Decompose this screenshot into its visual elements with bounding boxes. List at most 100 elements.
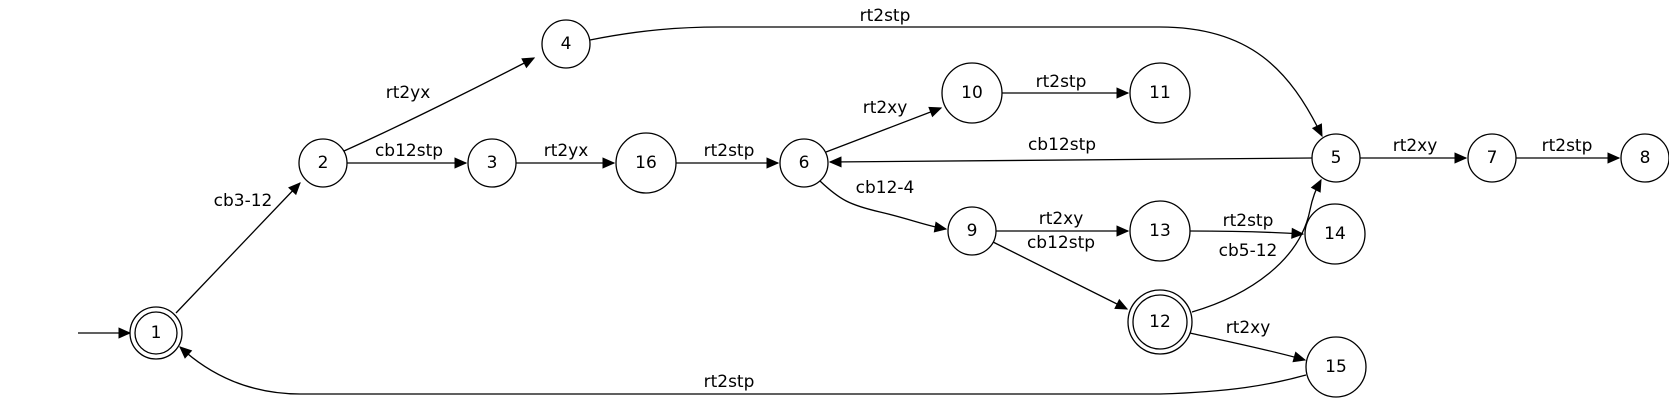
- transition-1-2: [175, 182, 301, 314]
- transitions: [78, 26, 1621, 395]
- transition-line: [179, 346, 1307, 395]
- transition-arrowhead: [288, 182, 301, 196]
- transition-label-2-3: cb12stp: [375, 141, 443, 161]
- state-8: 8: [1620, 133, 1669, 183]
- transition-label-16-6: rt2stp: [704, 141, 755, 161]
- state-13: 13: [1129, 200, 1191, 262]
- state-circle: [1129, 62, 1191, 124]
- transition-6-9: [819, 180, 948, 233]
- transition-5-7: [1360, 152, 1468, 164]
- transition-2-3: [347, 157, 468, 169]
- transition-label-13-14: rt2stp: [1223, 211, 1274, 231]
- transition-arrowhead: [1310, 178, 1322, 193]
- state-label: 15: [1325, 357, 1347, 377]
- transition-label-7-8: rt2stp: [1542, 136, 1593, 156]
- transition-label-6-10: rt2xy: [863, 98, 908, 118]
- transition-arrowhead: [1116, 87, 1130, 99]
- state-circle: [541, 19, 591, 69]
- state-15: 15: [1305, 336, 1367, 398]
- state-1: 1: [129, 306, 183, 360]
- transition-9-13: [996, 225, 1130, 237]
- transition-label-5-7: rt2xy: [1393, 136, 1438, 156]
- state-9: 9: [947, 206, 997, 256]
- state-label: 11: [1149, 83, 1171, 103]
- transition-line: [343, 57, 535, 152]
- state-circle: [1620, 133, 1669, 183]
- state-circle: [467, 138, 517, 188]
- transition-15-1: [179, 346, 1307, 395]
- transition-arrowhead: [828, 156, 842, 168]
- state-label: 7: [1487, 148, 1498, 168]
- state-6: 6: [779, 138, 829, 188]
- transition-16-6: [676, 157, 780, 169]
- transition-13-14: [1189, 227, 1305, 239]
- state-label: 1: [151, 323, 162, 343]
- transition-7-8: [1516, 152, 1621, 164]
- state-circle: [941, 62, 1003, 124]
- state-label: 12: [1149, 312, 1171, 332]
- transition-arrowhead: [933, 221, 948, 233]
- transition-5-6: [828, 156, 1313, 168]
- transition-label-10-11: rt2stp: [1036, 72, 1087, 92]
- transition-arrowhead: [1291, 227, 1305, 239]
- transition-arrowhead: [928, 106, 943, 118]
- initial-state-arrowhead: [118, 327, 132, 339]
- state-3: 3: [467, 138, 517, 188]
- state-10: 10: [941, 62, 1003, 124]
- state-label: 2: [318, 153, 329, 173]
- state-circle: [615, 132, 677, 194]
- state-circle: [779, 138, 829, 188]
- transition-label-5-6: cb12stp: [1028, 135, 1096, 155]
- state-16: 16: [615, 132, 677, 194]
- accepting-state-ring: [134, 311, 178, 355]
- transition-10-11: [1002, 87, 1130, 99]
- transition-label-15-1: rt2stp: [704, 372, 755, 392]
- state-label: 16: [635, 153, 657, 173]
- transition-label-4-5: rt2stp: [860, 6, 911, 26]
- transition-label-1-2: cb3-12: [214, 191, 273, 211]
- state-circle: [1304, 203, 1366, 265]
- transition-arrowhead: [1292, 351, 1307, 363]
- state-label: 5: [1331, 148, 1342, 168]
- transition-line: [1189, 332, 1306, 361]
- transition-arrowhead: [454, 157, 468, 169]
- state-label: 3: [487, 153, 498, 173]
- state-5: 5: [1311, 133, 1361, 183]
- transition-label-9-12: cb12stp: [1027, 233, 1095, 253]
- transition-label-12-15: rt2xy: [1226, 318, 1271, 338]
- transition-line: [819, 180, 947, 230]
- transition-12-5: [1191, 178, 1322, 313]
- transition-label-3-16: rt2yx: [544, 141, 589, 161]
- state-7: 7: [1467, 133, 1517, 183]
- transition-arrowhead: [1114, 298, 1129, 310]
- transition-label-12-5: cb5-12: [1219, 241, 1278, 261]
- transition-arrowhead: [602, 157, 616, 169]
- state-label: 4: [561, 34, 572, 54]
- transition-arrowhead: [1607, 152, 1621, 164]
- state-14: 14: [1304, 203, 1366, 265]
- transition-label-2-4: rt2yx: [386, 83, 431, 103]
- state-circle: [298, 138, 348, 188]
- state-2: 2: [298, 138, 348, 188]
- state-label: 6: [799, 153, 810, 173]
- transition-arrowhead: [1311, 123, 1323, 138]
- accepting-state-ring: [1132, 294, 1188, 350]
- transition-line: [825, 107, 942, 153]
- transition-arrowhead: [1116, 225, 1130, 237]
- state-label: 14: [1324, 224, 1346, 244]
- state-12: 12: [1127, 289, 1193, 355]
- state-circle: [947, 206, 997, 256]
- transition-line: [1189, 230, 1304, 235]
- transition-3-16: [516, 157, 616, 169]
- transition-line: [829, 157, 1313, 163]
- transition-2-4: [343, 57, 536, 152]
- transition-6-10: [825, 106, 943, 153]
- transition-labels: cb3-12 rt2yx cb12stp rt2stp rt2yx rt2stp rt2xy…: [214, 6, 1593, 392]
- state-circle: [1305, 336, 1367, 398]
- state-4: 4: [541, 19, 591, 69]
- state-label: 13: [1149, 221, 1171, 241]
- transition-label-6-9: cb12-4: [856, 178, 915, 198]
- transition-arrowhead: [179, 346, 193, 359]
